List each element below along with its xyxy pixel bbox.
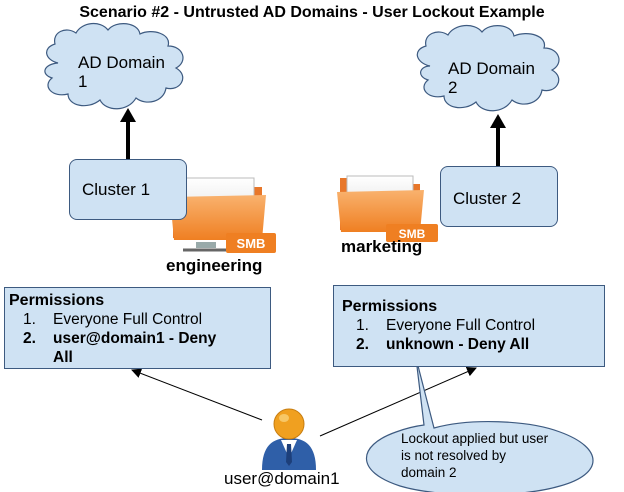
marketing-smb-badge: SMB bbox=[399, 227, 426, 241]
permission-1-item-1: 1. Everyone Full Control bbox=[9, 310, 270, 329]
lockout-callout bbox=[366, 357, 594, 492]
cluster-2-label: Cluster 2 bbox=[453, 189, 522, 208]
permission-2-item-2: 2. unknown - Deny All bbox=[342, 335, 604, 354]
ad-domain-1-label: AD Domain 1 bbox=[78, 53, 165, 91]
diagram-title: Scenario #2 - Untrusted AD Domains - Use… bbox=[79, 4, 545, 21]
ad-domain-2-cloud bbox=[416, 25, 560, 112]
permissions-box-2: Permissions 1. Everyone Full Control 2. … bbox=[333, 285, 605, 367]
permission-text: user@domain1 - Deny All bbox=[53, 330, 217, 366]
engineering-share-label: engineering bbox=[166, 256, 263, 275]
cluster-1-label: Cluster 1 bbox=[82, 180, 151, 199]
permission-number: 1. bbox=[23, 311, 36, 328]
permission-text: Everyone Full Control bbox=[53, 311, 203, 328]
permission-number: 2. bbox=[356, 336, 369, 353]
permissions-1-heading: Permissions bbox=[9, 292, 105, 309]
permission-text: unknown - Deny All bbox=[386, 336, 530, 353]
ad-domain-1-line2: 1 bbox=[78, 72, 88, 91]
user-to-permissions1-arrow bbox=[131, 368, 263, 421]
permissions-box-1: Permissions 1. Everyone Full Control 2. … bbox=[4, 287, 271, 369]
cluster-2-box: Cluster 2 bbox=[440, 166, 558, 227]
user-icon bbox=[262, 408, 316, 470]
ad-domain-2-line1: AD Domain bbox=[448, 59, 535, 78]
permission-number: 2. bbox=[23, 330, 36, 347]
ad-domain-1-cloud bbox=[44, 23, 184, 110]
ad-domain-1-line1: AD Domain bbox=[78, 53, 165, 72]
ad-domain-2-label: AD Domain 2 bbox=[448, 59, 535, 97]
lockout-callout-text: Lockout applied but user is not resolved… bbox=[401, 431, 549, 480]
marketing-folder-icon bbox=[337, 175, 438, 242]
marketing-share-label: marketing bbox=[341, 237, 423, 256]
ad-domain-2-line2: 2 bbox=[448, 78, 458, 97]
permission-2-item-1: 1. Everyone Full Control bbox=[342, 316, 604, 335]
permission-number: 1. bbox=[356, 317, 369, 334]
permission-1-item-2: 2. user@domain1 - Deny All bbox=[9, 329, 270, 367]
engineering-smb-badge: SMB bbox=[237, 236, 266, 251]
permissions-2-heading: Permissions bbox=[342, 298, 438, 315]
engineering-folder-icon bbox=[170, 177, 276, 253]
user-to-permissions2-arrow bbox=[319, 367, 477, 437]
cluster-1-box: Cluster 1 bbox=[69, 159, 187, 220]
user-label: user@domain1 bbox=[224, 469, 340, 488]
permission-text: Everyone Full Control bbox=[386, 317, 536, 334]
